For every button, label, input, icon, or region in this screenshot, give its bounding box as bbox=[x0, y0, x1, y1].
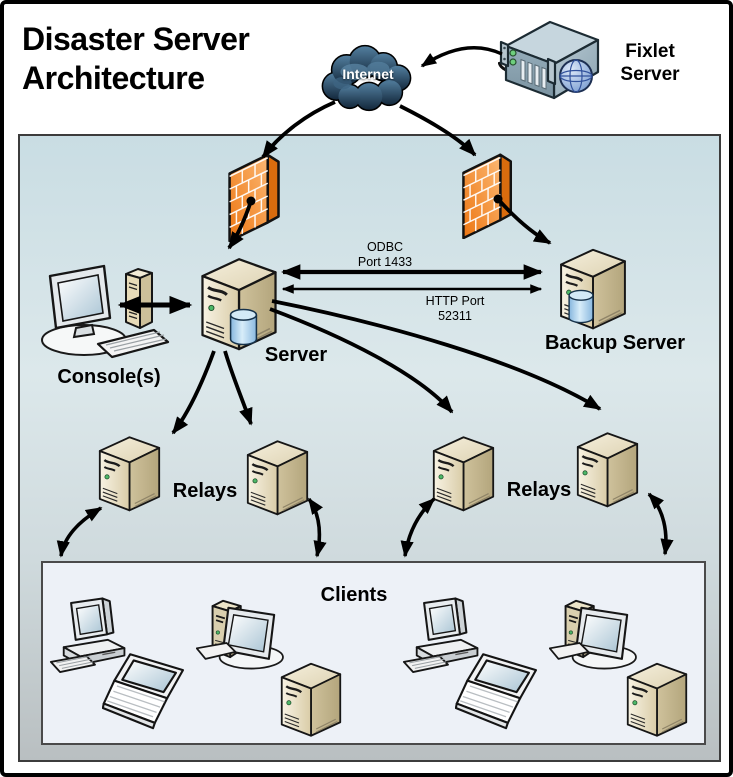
server-database-icon bbox=[228, 308, 259, 346]
client-tower-2-icon bbox=[624, 650, 690, 742]
server-label: Server bbox=[264, 344, 328, 366]
relay-tower-1-icon bbox=[96, 425, 163, 515]
odbc-port-label: ODBC Port 1433 bbox=[357, 240, 413, 269]
relays-right-label: Relays bbox=[506, 479, 572, 501]
client-laptop-2-icon bbox=[455, 648, 543, 738]
firewall-left-icon bbox=[226, 150, 286, 242]
title-line-1: Disaster Server bbox=[22, 21, 250, 57]
arrow-fixlet-to-internet bbox=[420, 46, 503, 68]
http-port-label: HTTP Port 52311 bbox=[425, 294, 485, 323]
relay-tower-4-icon bbox=[574, 420, 641, 512]
clients-label: Clients bbox=[320, 584, 388, 606]
fixlet-server-label: Fixlet Server bbox=[620, 41, 680, 85]
internet-label: Internet bbox=[342, 66, 394, 82]
backup-database-icon bbox=[567, 289, 595, 324]
relay-tower-2-icon bbox=[244, 430, 311, 518]
title-line-2: Architecture bbox=[22, 60, 205, 96]
fixlet-server-icon bbox=[498, 12, 606, 104]
consoles-label: Console(s) bbox=[57, 366, 161, 388]
relay-tower-3-icon bbox=[430, 425, 497, 515]
relays-left-label: Relays bbox=[172, 480, 238, 502]
client-tower-1-icon bbox=[278, 650, 344, 742]
backup-server-label: Backup Server bbox=[544, 332, 686, 354]
page-title: Disaster Server Architecture bbox=[22, 20, 372, 98]
console-computer-icon bbox=[34, 258, 174, 364]
client-laptop-1-icon bbox=[102, 648, 190, 738]
firewall-right-icon bbox=[460, 150, 518, 239]
